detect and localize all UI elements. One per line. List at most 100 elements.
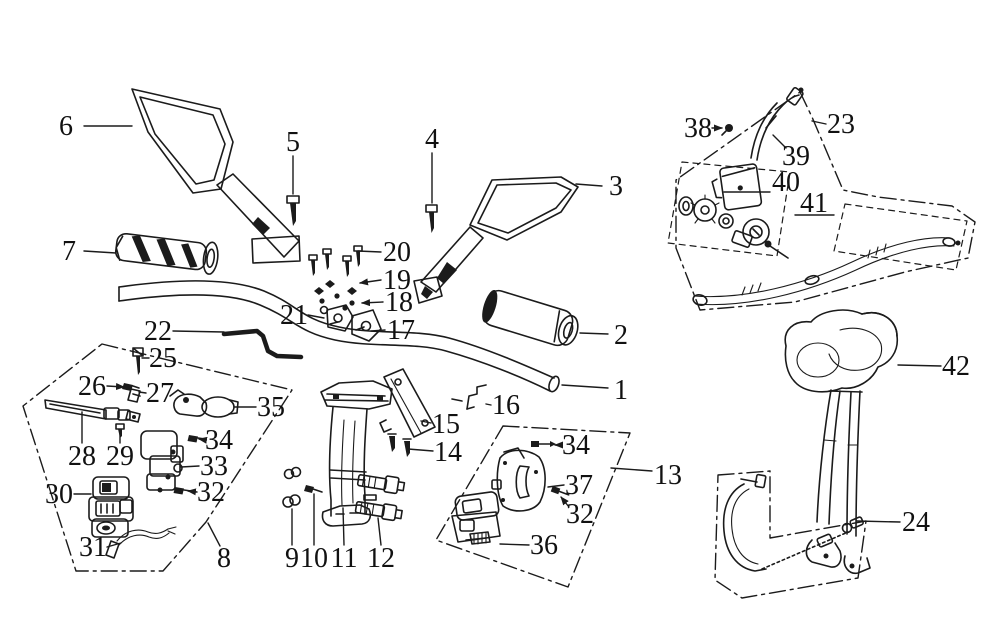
right-mirror-bolt [425, 204, 438, 233]
callout-right-upper-housing: 37 [547, 470, 593, 501]
callout-number-40-40: 40 [772, 167, 800, 198]
callout-number-23-38: 23 [827, 109, 855, 140]
callout-number-16-31: 16 [492, 390, 520, 421]
clamp-bolts [354, 474, 406, 522]
callout-stem-collar: 9 [285, 508, 299, 574]
callout-right-lower-housing: 36 [499, 530, 558, 561]
right-upper-housing [491, 447, 546, 512]
throttle-cable [722, 473, 864, 572]
left-lower-housing [140, 430, 184, 493]
left-grip [114, 232, 219, 275]
callout-bar-clamp-left: 21 [280, 300, 325, 331]
callout-number-24-43: 24 [902, 507, 930, 538]
callout-number-39-39: 39 [782, 141, 810, 172]
bracket-plate [379, 368, 436, 438]
callout-cable-assembly-boundary: 23 [811, 109, 855, 140]
callout-number-27-15: 27 [146, 378, 174, 409]
callout-left-mirror: 6 [59, 111, 133, 142]
callout-number-32-19: 32 [197, 477, 225, 508]
callout-number-15-29: 15 [432, 409, 460, 440]
callout-number-14-30: 14 [434, 437, 462, 468]
callout-number-30-22: 30 [45, 479, 73, 510]
bracket-bolts [387, 433, 412, 457]
callout-number-26-14: 26 [78, 371, 106, 402]
stem-collar [282, 466, 302, 508]
callout-number-8-24: 8 [217, 543, 231, 574]
callout-number-3-4: 3 [609, 171, 623, 202]
callout-number-33-18: 33 [200, 451, 228, 482]
callout-clamp-screws: 20 [357, 237, 411, 268]
callout-number-36-36: 36 [530, 530, 558, 561]
right-lower-housing [451, 491, 501, 545]
callout-housing-screw-left-lower: 32 [187, 477, 225, 508]
callout-number-37-34: 37 [565, 470, 593, 501]
left-mirror-bolt [286, 195, 300, 226]
cable-clip-top [721, 124, 733, 136]
callout-number-42-42: 42 [942, 351, 970, 382]
callout-number-13-32: 13 [654, 460, 682, 491]
callout-lever-adjuster: 35 [233, 392, 285, 423]
brake-lever [44, 399, 141, 423]
callout-number-5-1: 5 [286, 127, 300, 158]
left-assembly-boundary [22, 343, 293, 572]
lever-adjuster [169, 389, 239, 418]
callout-housing-screw-left: 34 [198, 425, 233, 456]
callout-throttle-grip: 2 [579, 320, 628, 351]
callout-number-29-21: 29 [106, 441, 134, 472]
callout-number-35-16: 35 [257, 392, 285, 423]
clamp-fasteners [308, 245, 363, 315]
callout-stem-bolt: 10 [300, 493, 328, 574]
small-pin [127, 388, 141, 403]
ignition-switch [711, 163, 763, 211]
callout-bracket-bolts: 14 [407, 437, 462, 468]
callout-number-1-6: 1 [614, 375, 628, 406]
housing-screw-right-lower [550, 485, 570, 496]
stem-bolt [304, 485, 323, 493]
callout-number-7-2: 7 [62, 236, 76, 267]
choke-cable [221, 328, 304, 360]
callout-housing-screw-right: 34 [554, 430, 590, 461]
callout-small-screw-left: 26 [78, 371, 125, 402]
callout-number-20-7: 20 [383, 237, 411, 268]
callout-left-lower-housing: 33 [180, 451, 228, 482]
callout-number-21-11: 21 [280, 300, 308, 331]
handlebar [118, 280, 560, 393]
callout-number-11-27: 11 [331, 543, 358, 574]
callout-right-mirror-bolt: 4 [425, 124, 439, 204]
callout-small-pin: 27 [138, 378, 174, 409]
callout-headlight-pod: 42 [897, 351, 970, 382]
callout-number-6-0: 6 [59, 111, 73, 142]
switch-wire [105, 526, 177, 559]
callout-number-9-25: 9 [285, 543, 299, 574]
callout-right-mirror: 3 [575, 171, 623, 202]
callout-handlebar: 1 [561, 375, 628, 406]
callout-switch-wire: 31 [79, 532, 122, 563]
control-cables [692, 237, 961, 306]
callout-number-31-23: 31 [79, 532, 107, 563]
callout-handlebar-stem: 11 [331, 507, 358, 574]
callout-number-10-26: 10 [300, 543, 328, 574]
callout-pin-bolt: 25 [141, 343, 177, 374]
callout-right-assembly-boundary: 13 [610, 460, 682, 491]
callout-bracket-plate: 15 [420, 409, 460, 440]
lock-set [678, 194, 789, 259]
left-switch-housing [88, 476, 134, 538]
right-assembly-boundary [435, 425, 631, 588]
bar-clamp-right [351, 309, 382, 342]
callout-left-mirror-bolt: 5 [286, 127, 300, 195]
throttle-grip [482, 289, 579, 347]
housing-screw-left [187, 435, 206, 443]
cable-inner-boundary [833, 203, 968, 271]
callout-number-19-8: 19 [383, 265, 411, 296]
callout-number-12-28: 12 [367, 543, 395, 574]
cable-clip [451, 384, 487, 410]
callout-number-22-12: 22 [144, 316, 172, 347]
callout-throttle-cable: 24 [856, 507, 930, 538]
callout-left-grip: 7 [62, 236, 117, 267]
callout-clamp-washers: 18 [361, 287, 413, 318]
callout-ignition-switch: 40 [723, 167, 800, 198]
throttle-cable-boundary [714, 470, 867, 599]
